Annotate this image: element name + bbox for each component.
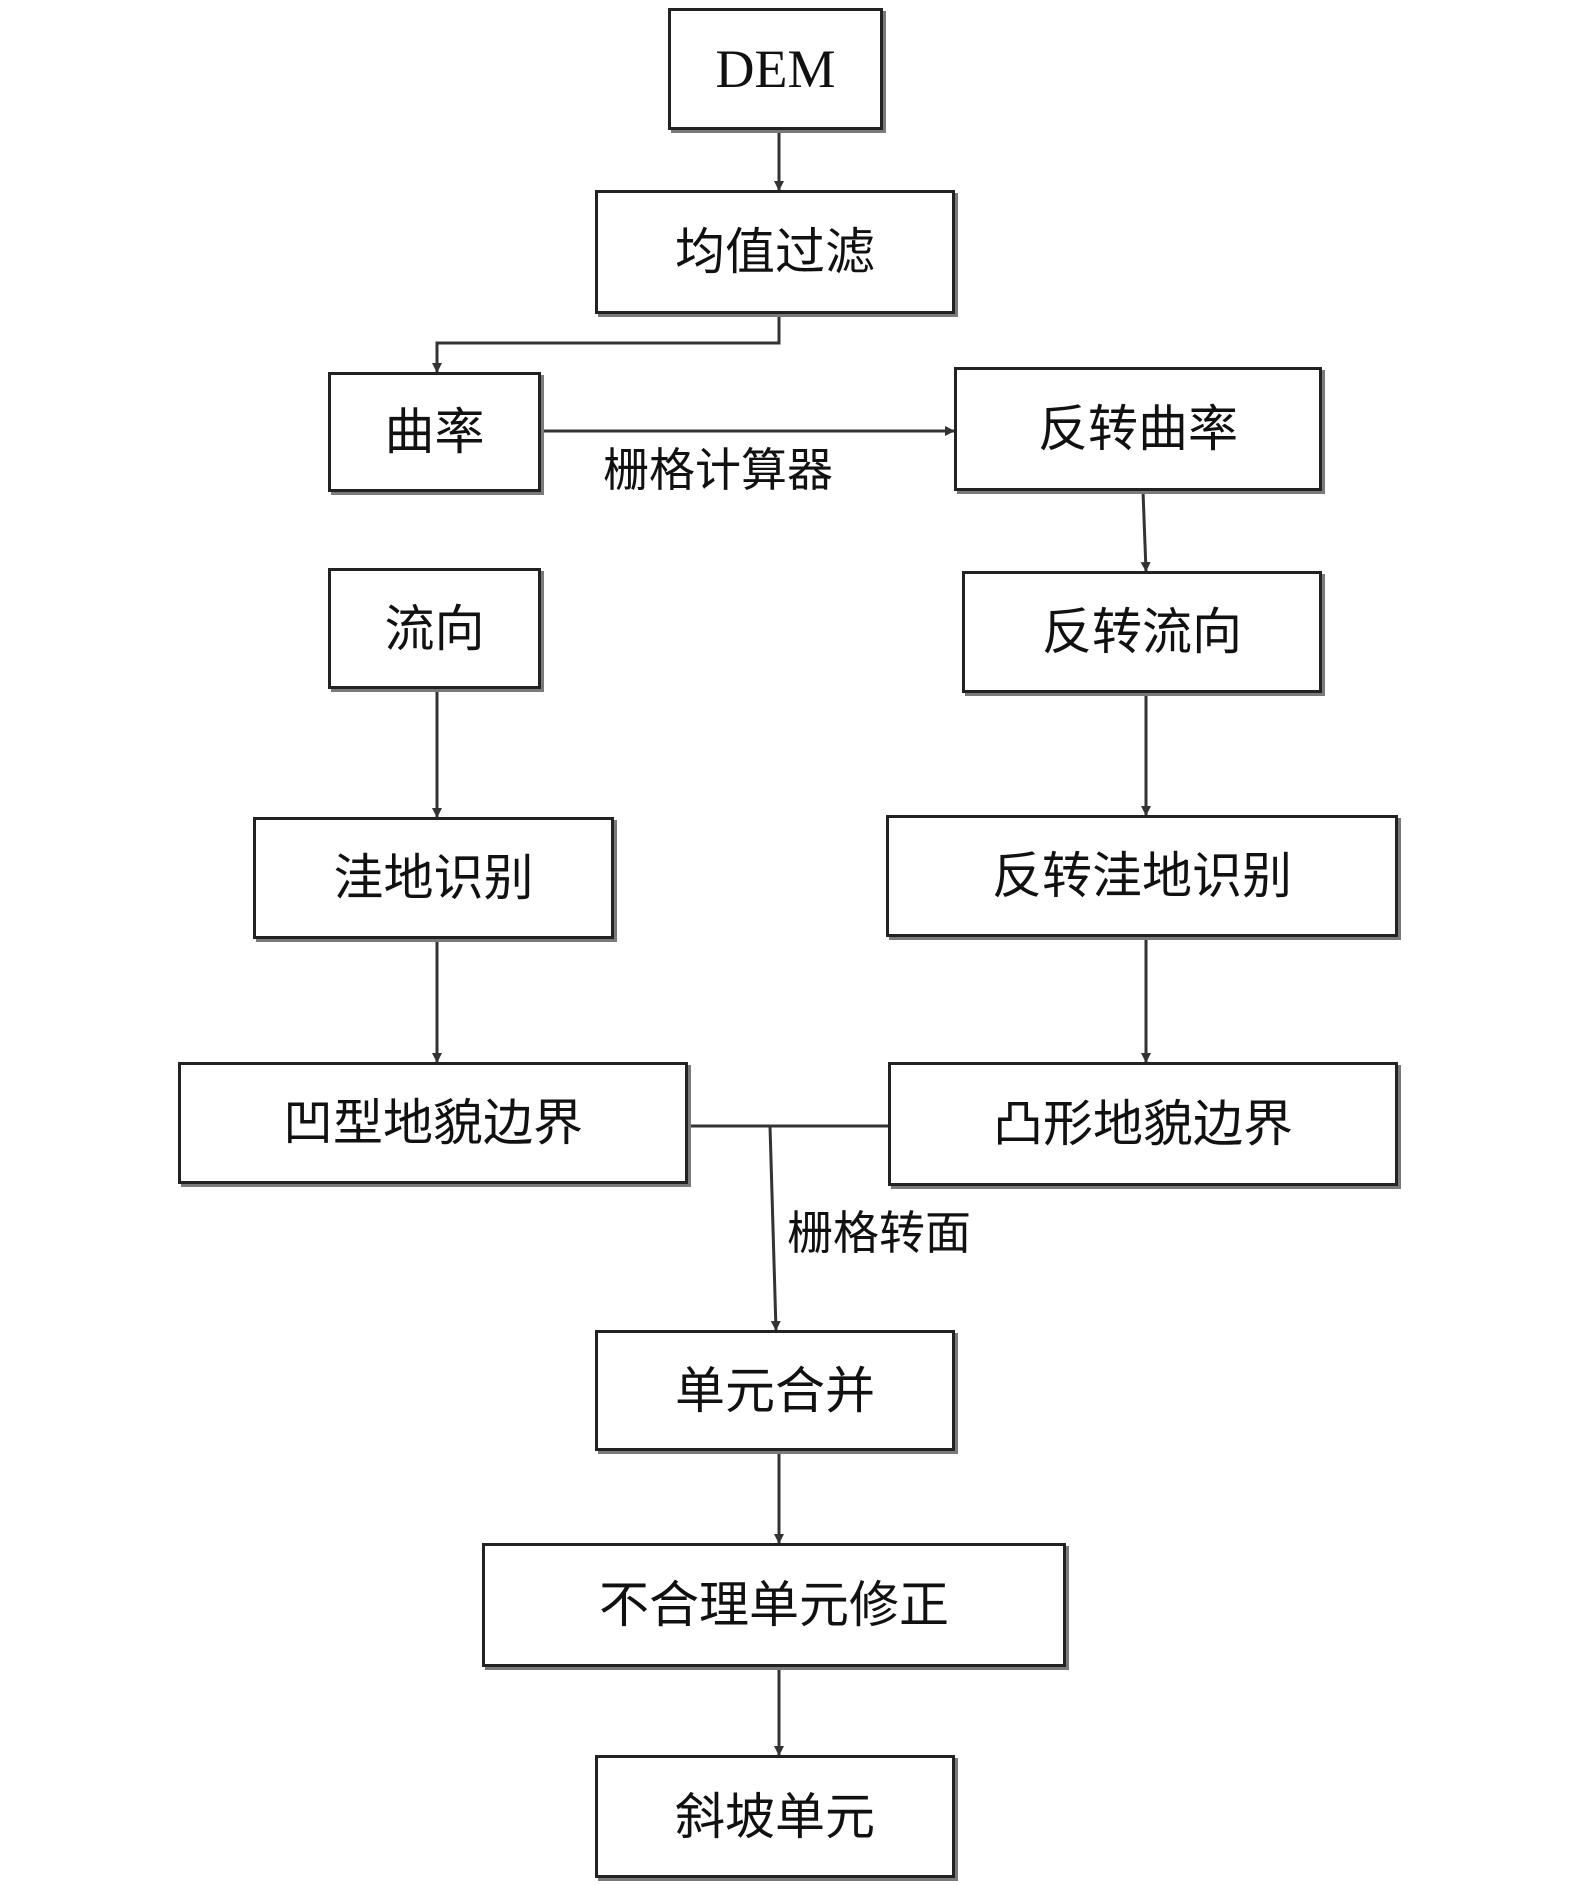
node-curvature-label: 曲率: [384, 403, 485, 461]
arrow-mean-filter-to-curvature: [432, 314, 781, 373]
node-unit-merge: 单元合并: [595, 1330, 955, 1451]
node-slope-unit: 斜坡单元: [595, 1755, 955, 1878]
edge-label-raster-to-polygon: 栅格转面: [787, 1206, 971, 1260]
edge-label-raster-calculator: 栅格计算器: [603, 443, 833, 497]
node-inverted-depression-identification: 反转洼地识别: [886, 815, 1398, 937]
node-dem: DEM: [668, 8, 883, 130]
node-unit-merge-label: 单元合并: [675, 1361, 875, 1420]
node-convex-landform-boundary-label: 凸形地貌边界: [993, 1095, 1293, 1153]
node-dem-label: DEM: [715, 39, 836, 99]
node-curvature: 曲率: [328, 372, 541, 492]
node-concave-landform-boundary-label: 凹型地貌边界: [283, 1094, 583, 1152]
node-slope-unit-label: 斜坡单元: [675, 1787, 875, 1846]
node-inverted-flow-direction-label: 反转流向: [1042, 603, 1242, 661]
arrow-inverted-curvature-to-inverted-flow: [1140, 490, 1151, 572]
node-flow-direction-label: 流向: [384, 599, 485, 658]
node-inverted-flow-direction: 反转流向: [962, 571, 1322, 693]
node-mean-filter-label: 均值过滤: [675, 223, 875, 281]
node-convex-landform-boundary: 凸形地貌边界: [888, 1062, 1398, 1186]
node-inverted-depression-identification-label: 反转洼地识别: [992, 847, 1292, 905]
node-unreasonable-unit-correction-label: 不合理单元修正: [599, 1576, 949, 1634]
arrow-boundaries-to-unit-merge: [768, 1125, 781, 1331]
node-depression-identification-label: 洼地识别: [333, 849, 534, 907]
node-depression-identification: 洼地识别: [253, 817, 614, 939]
node-flow-direction: 流向: [328, 568, 541, 689]
node-inverted-curvature-label: 反转曲率: [1038, 400, 1238, 458]
node-inverted-curvature: 反转曲率: [954, 367, 1322, 491]
node-concave-landform-boundary: 凹型地貌边界: [178, 1062, 688, 1184]
node-mean-filter: 均值过滤: [595, 190, 955, 314]
node-unreasonable-unit-correction: 不合理单元修正: [482, 1543, 1066, 1667]
